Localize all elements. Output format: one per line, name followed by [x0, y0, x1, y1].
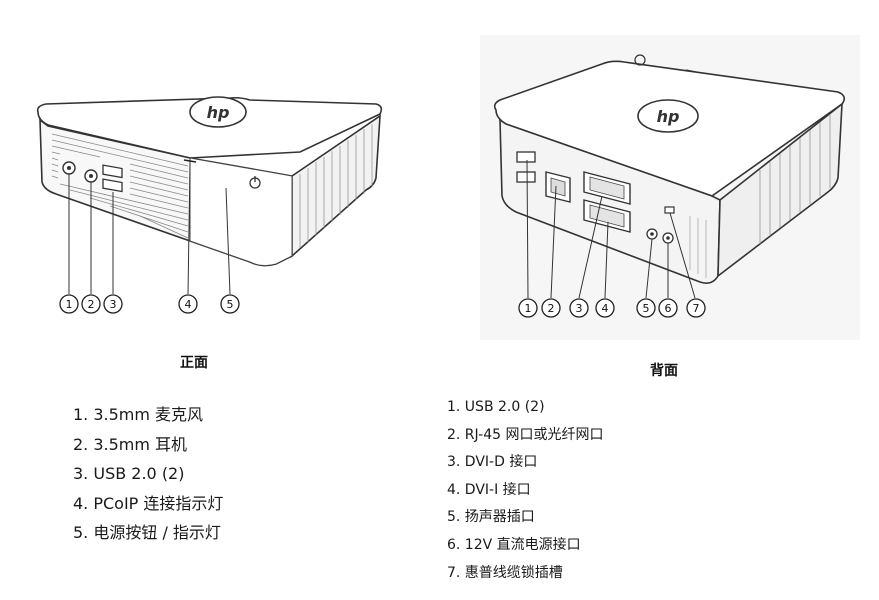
front-callout-2: 2 — [81, 294, 101, 314]
back-callout-7: 7 — [686, 298, 706, 318]
back-legend-item: 4. DVI-I 接口 — [447, 481, 531, 498]
back-callout-5: 5 — [636, 298, 656, 318]
svg-text:4: 4 — [185, 298, 192, 311]
svg-text:7: 7 — [693, 302, 700, 315]
back-usb-port-2 — [516, 171, 536, 183]
front-callout-3: 3 — [103, 294, 123, 314]
back-legend-item: 1. USB 2.0 (2) — [447, 399, 545, 415]
front-legend-item: 1. 3.5mm 麦克风 — [73, 405, 204, 424]
back-legend-item: 3. DVI-D 接口 — [447, 454, 538, 471]
front-legend: 1. 3.5mm 麦克风 2. 3.5mm 耳机 3. USB 2.0 (2) … — [73, 400, 223, 548]
back-legend: 1. USB 2.0 (2) 2. RJ-45 网口或光纤网口 3. DVI-D… — [447, 394, 603, 587]
back-device: hp — [480, 35, 860, 340]
back-legend-item: 6. 12V 直流电源接口 — [447, 536, 581, 553]
svg-text:4: 4 — [602, 302, 609, 315]
back-view-title: 背面 — [650, 363, 678, 379]
back-callout-4: 4 — [595, 298, 615, 318]
svg-text:2: 2 — [548, 302, 555, 315]
front-device: hp — [36, 96, 383, 267]
back-hp-logo: hp — [637, 99, 699, 133]
back-dvi-d-port — [583, 171, 631, 205]
front-callout-1: 1 — [59, 294, 79, 314]
back-callout-6: 6 — [658, 298, 678, 318]
back-legend-item: 2. RJ-45 网口或光纤网口 — [447, 426, 604, 443]
svg-text:1: 1 — [66, 298, 73, 311]
svg-text:hp: hp — [657, 107, 680, 126]
front-legend-item: 5. 电源按钮 / 指示灯 — [73, 523, 221, 542]
svg-text:6: 6 — [665, 302, 672, 315]
back-legend-item: 7. 惠普线缆锁插槽 — [447, 564, 563, 581]
back-legend-item: 5. 扬声器插口 — [447, 509, 535, 526]
back-power-button — [634, 54, 646, 66]
front-usb-port-2 — [102, 178, 123, 193]
svg-text:3: 3 — [576, 302, 583, 315]
svg-text:3: 3 — [110, 298, 117, 311]
svg-text:5: 5 — [227, 298, 234, 311]
back-callout-2: 2 — [541, 298, 561, 318]
front-view-title: 正面 — [180, 355, 208, 371]
back-usb-port-1 — [516, 151, 536, 163]
front-leader-lines — [68, 161, 231, 295]
back-leader-lines — [526, 159, 696, 299]
back-callout-3: 3 — [569, 298, 589, 318]
front-callout-4: 4 — [178, 294, 198, 314]
front-pcoip-led — [183, 159, 197, 163]
svg-text:1: 1 — [525, 302, 532, 315]
back-cable-lock-slot — [664, 206, 675, 214]
front-legend-item: 2. 3.5mm 耳机 — [73, 434, 188, 454]
front-legend-item: 3. USB 2.0 (2) — [73, 464, 185, 483]
front-usb-port-1 — [102, 164, 123, 179]
back-callout-1: 1 — [518, 298, 538, 318]
svg-text:5: 5 — [643, 302, 650, 315]
front-hp-logo: hp — [189, 96, 247, 128]
svg-text:2: 2 — [88, 298, 95, 311]
front-device-right-face — [291, 114, 381, 258]
front-grille — [51, 133, 189, 239]
front-callout-5: 5 — [220, 294, 240, 314]
front-legend-item: 4. PCoIP 连接指示灯 — [73, 493, 224, 513]
svg-text:hp: hp — [207, 103, 230, 122]
